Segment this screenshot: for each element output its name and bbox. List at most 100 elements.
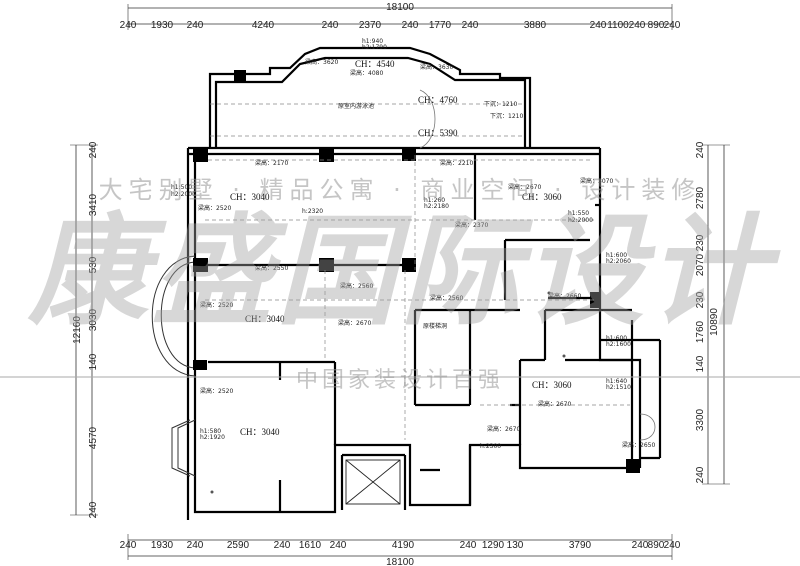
bottom-dim-11: 3790	[569, 540, 592, 551]
label-h1-600b: h1:600	[606, 335, 627, 342]
label-ch-3060b: CH：3060	[532, 380, 572, 390]
label-orig-stair: 原楼梯洞	[423, 322, 447, 330]
label-beam-2550: 梁高：2550	[255, 264, 288, 272]
top-dim-12: 240	[629, 20, 646, 31]
label-ch-3040b: CH：3040	[245, 314, 285, 324]
right-dim-5: 1760	[695, 320, 706, 343]
annotations: h1:940 h2:1790 梁高：3620 梁高：3630 CH：4540 梁…	[171, 38, 655, 450]
top-dim-2: 240	[187, 20, 204, 31]
label-beam-3070: 梁高：3070	[580, 177, 613, 185]
label-h1-500: h1:500	[171, 184, 192, 191]
bottom-dim-0: 240	[120, 540, 137, 551]
label-ch-3040c: CH：3040	[240, 427, 280, 437]
top-total-dim: 18100	[386, 2, 414, 13]
bottom-total-dim: 18100	[386, 557, 414, 566]
dimension-lines	[70, 4, 730, 560]
label-beam-2520c: 梁高：2520	[200, 387, 233, 395]
label-h1-640: h1:640	[606, 378, 627, 385]
top-dim-13: 890	[648, 20, 665, 31]
top-dim-6: 240	[402, 20, 419, 31]
right-dim-2: 230	[695, 234, 706, 251]
left-dim-2: 530	[88, 256, 99, 273]
columns	[193, 70, 640, 473]
label-drop-1210b: 下沉：1210	[490, 112, 523, 120]
label-h2-1790: h2:1790	[362, 44, 387, 51]
right-dim-3: 2070	[695, 253, 706, 276]
top-dim-7: 1770	[429, 20, 452, 31]
beam-lines	[205, 103, 630, 440]
label-beam-2670a: 梁高：2670	[508, 183, 541, 191]
bottom-dim-13: 890	[648, 540, 665, 551]
bottom-dim-3: 2590	[227, 540, 250, 551]
bottom-dim-1: 1930	[151, 540, 174, 551]
top-dim-0: 240	[120, 20, 137, 31]
top-dim-3: 4240	[252, 20, 275, 31]
top-dim-8: 240	[462, 20, 479, 31]
label-ch-3040a: CH：3040	[230, 192, 270, 202]
label-h1-550: h1:550	[568, 210, 589, 217]
label-ch-4540: CH：4540	[355, 59, 395, 69]
bottom-dim-7: 4190	[392, 540, 415, 551]
label-beam-2210: 梁高：2210	[440, 159, 473, 167]
label-ch-4760: CH：4760	[418, 95, 458, 105]
bay-window-left	[151, 255, 196, 477]
label-beam-2670b: 梁高：2670	[338, 319, 371, 327]
bottom-dim-14: 240	[664, 540, 681, 551]
label-beam-2370: 梁高：2370	[455, 221, 488, 229]
label-beam-2520b: 梁高：2520	[200, 301, 233, 309]
label-h2-2000b: h2:2000	[568, 217, 593, 224]
left-dim-5: 4570	[88, 426, 99, 449]
label-beam-2670c: 梁高：2670	[538, 400, 571, 408]
label-beam-2560b: 梁高：2560	[430, 294, 463, 302]
right-dim-4: 230	[695, 291, 706, 308]
right-total-dim: 10890	[709, 308, 720, 336]
right-dim-8: 240	[695, 466, 706, 483]
label-ch-3060a: CH：3060	[522, 192, 562, 202]
left-dim-1: 3410	[88, 193, 99, 216]
bottom-dim-9: 1290	[482, 540, 505, 551]
label-h2-2000a: h2:2000	[171, 191, 196, 198]
label-ch-5390: CH：5390	[418, 128, 458, 138]
right-dim-1: 2780	[695, 186, 706, 209]
top-dimensions: 18100 240 1930 240 4240 240 2370 240 1770 240 388…	[72, 2, 720, 566]
label-beam-3630: 梁高：3630	[420, 63, 453, 71]
label-h1-600a: h1:600	[606, 252, 627, 259]
top-dim-9: 3880	[524, 20, 547, 31]
bottom-dim-4: 240	[274, 540, 291, 551]
right-dim-7: 3300	[695, 408, 706, 431]
label-h-2300: h:2300	[480, 443, 501, 450]
stair-void	[345, 459, 401, 505]
left-dim-3: 3030	[88, 308, 99, 331]
top-dim-10: 240	[590, 20, 607, 31]
label-h2-1600: h2:1600	[606, 341, 631, 348]
bottom-dim-5: 1610	[299, 540, 322, 551]
top-dim-5: 2370	[359, 20, 382, 31]
left-dim-6: 240	[88, 501, 99, 518]
bottom-dim-10: 130	[507, 540, 524, 551]
label-beam-2520a: 梁高：2520	[198, 204, 231, 212]
walls	[186, 46, 662, 520]
label-h2-2060: h2:2060	[606, 258, 631, 265]
label-h1-260: h1:260	[424, 197, 445, 204]
door-swing	[639, 413, 656, 441]
top-dim-14: 240	[664, 20, 681, 31]
label-h-2320: h:2320	[302, 208, 323, 215]
left-dim-4: 140	[88, 353, 99, 370]
label-h1-580: h1:580	[200, 428, 221, 435]
ceiling-points	[210, 291, 566, 494]
label-beam-2670d: 梁高：2670	[487, 425, 520, 433]
label-h2-2180: h2:2180	[424, 203, 449, 210]
top-dim-1: 1930	[151, 20, 174, 31]
label-h2-1920: h2:1920	[200, 434, 225, 441]
label-beam-2560a: 梁高：2560	[340, 282, 373, 290]
label-beam-3620: 梁高：3620	[305, 58, 338, 66]
right-dim-0: 240	[695, 141, 706, 158]
bottom-dim-2: 240	[187, 540, 204, 551]
label-h1-940: h1:940	[362, 38, 383, 45]
label-beam-2660: 梁高：2660	[548, 292, 581, 300]
pool-curve	[419, 89, 436, 149]
label-h2-1510: h2:1510	[606, 384, 631, 391]
label-beam-4080: 梁高：4080	[350, 69, 383, 77]
